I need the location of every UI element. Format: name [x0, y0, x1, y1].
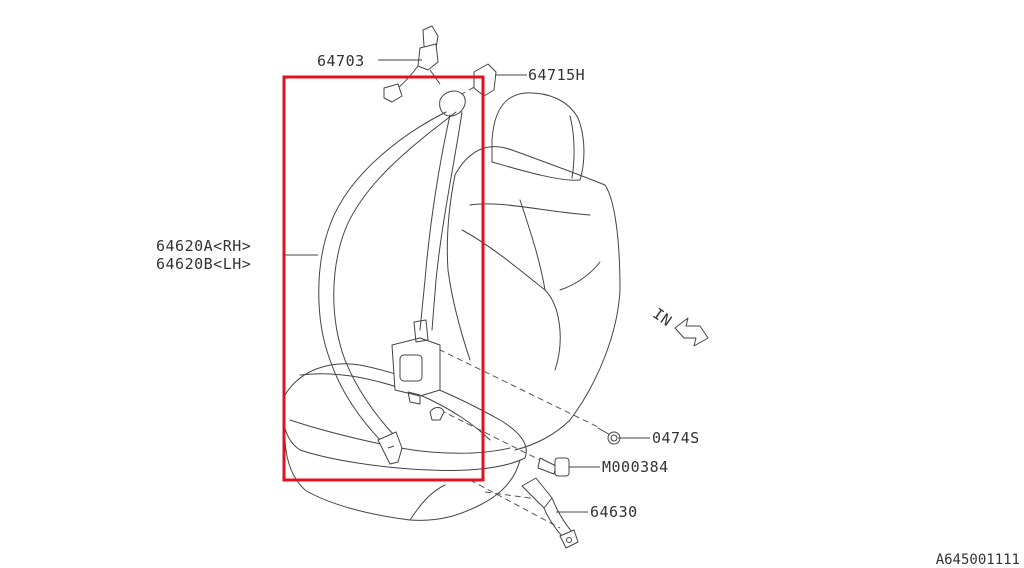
buckle-64630 — [521, 477, 579, 549]
seat-cushion — [282, 363, 527, 471]
height-adjuster-64703 — [383, 25, 441, 103]
label-64620b-lh: 64620B<LH> — [156, 255, 251, 273]
cover-64715h — [473, 63, 497, 97]
seat-drawing — [282, 92, 621, 521]
label-64703: 64703 — [317, 52, 365, 70]
in-arrow-icon — [674, 317, 709, 347]
label-64715h: 64715H — [528, 66, 585, 84]
shoulder-anchor — [439, 90, 466, 117]
bolt-0474s — [597, 427, 621, 445]
in-label: IN — [649, 304, 675, 330]
diagram-code: A645001111 — [936, 552, 1020, 568]
highlight-box-64620 — [282, 75, 485, 482]
seat-back — [454, 146, 621, 451]
bolt-m000384 — [537, 457, 570, 477]
assembly-dash-lines — [429, 84, 601, 529]
leader-lines — [283, 59, 650, 513]
label-64630: 64630 — [590, 503, 638, 521]
label-0474s: 0474S — [652, 429, 700, 447]
in-direction-indicator: IN — [649, 304, 709, 347]
vertical-webbing — [419, 111, 463, 331]
buckle-tongue — [377, 431, 403, 465]
seatbelt-assembly-64620 — [318, 90, 466, 465]
headrest — [491, 92, 585, 181]
label-64620a-rh: 64620A<RH> — [156, 237, 251, 255]
diagonal-webbing — [318, 111, 447, 446]
lower-bracket — [429, 407, 445, 421]
label-m000384: M000384 — [602, 458, 669, 476]
